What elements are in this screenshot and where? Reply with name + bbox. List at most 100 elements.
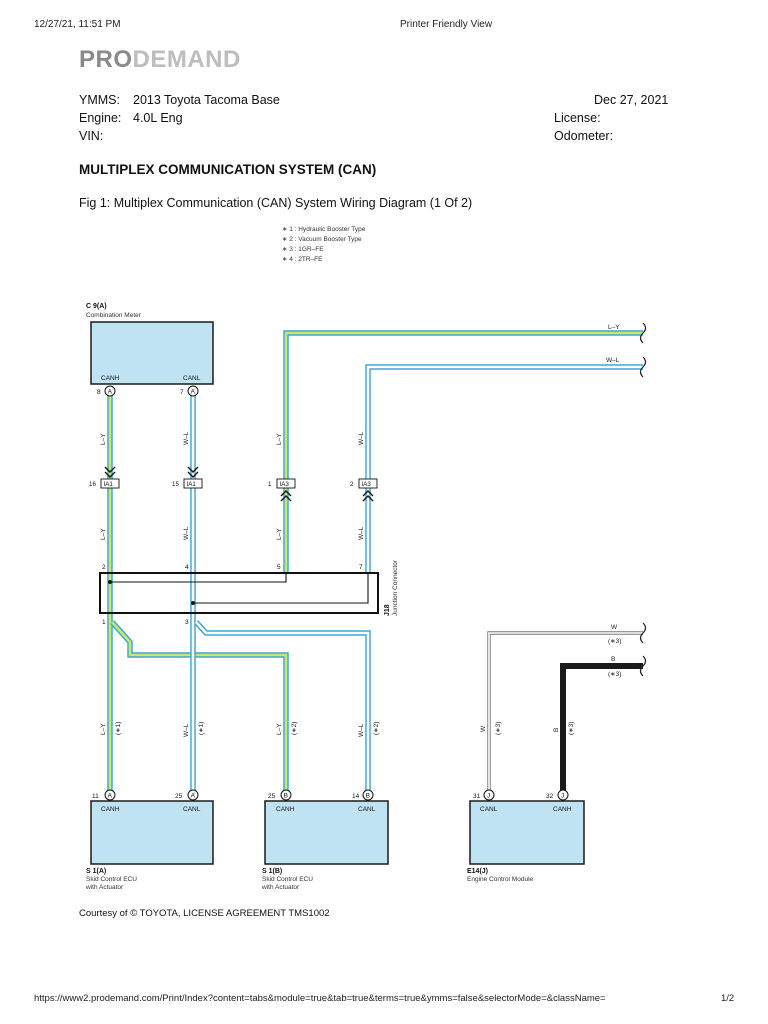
wire-end-marks: [639, 322, 647, 677]
label-ly-4: L–Y: [276, 528, 283, 540]
wires-wl: [190, 364, 643, 795]
meter-canh-label: CANH: [101, 375, 120, 382]
skid-a-canl-pin-number: 25: [175, 793, 183, 800]
label-ly-3: L–Y: [100, 528, 107, 540]
ecm-canh-pin-letter: J: [561, 793, 564, 800]
skid-b-canl-label: CANL: [358, 806, 376, 813]
skid-a-canl-pin: [187, 789, 199, 801]
connector-ia1-a: [100, 478, 120, 489]
junction-pin-3: 3: [185, 619, 189, 626]
junction-code: J18: [384, 604, 391, 616]
ecm-code: E14(J): [467, 868, 488, 875]
label-b-lower: B: [553, 728, 560, 732]
combination-meter-box: [90, 321, 214, 385]
label-ly-5: L–Y: [100, 723, 107, 735]
wires-ecm: [487, 631, 643, 795]
label-note-1a: (∗1): [115, 722, 122, 735]
label-note-2a: (∗2): [291, 722, 298, 735]
junction-pin-1: 1: [102, 619, 106, 626]
meter-canh-pin: [104, 385, 116, 397]
connector-ia1-a-label: IA1: [104, 481, 114, 488]
junction-pin-2: 2: [102, 564, 106, 571]
skid-control-ecu-a-box: [90, 800, 214, 865]
skid-b-canh-label: CANH: [276, 806, 295, 813]
meter-name: Combination Meter: [86, 312, 142, 319]
skid-a-code: S 1(A): [86, 868, 106, 875]
logo-part-pro: PRO: [79, 46, 133, 73]
label-ly-6: L–Y: [276, 723, 283, 735]
skid-a-name-line2: with Actuator: [85, 884, 124, 891]
print-datetime: 12/27/21, 11:51 PM: [34, 19, 121, 30]
prodemand-logo: PRODEMAND: [79, 46, 241, 74]
junction-pin-5: 5: [277, 564, 281, 571]
label-w-lower: W: [480, 725, 487, 732]
label-wl-2: W–L: [358, 431, 365, 445]
skid-a-canl-pin-letter: A: [191, 793, 196, 800]
junction-name: Junction Connector: [392, 559, 399, 616]
label-w-note: (∗3): [608, 638, 621, 645]
ecm-canl-label: CANL: [480, 806, 498, 813]
skid-b-name-line1: Skid Control ECU: [262, 876, 313, 883]
junction-connector-box: [99, 572, 379, 614]
ecm-canl-pin: [483, 789, 495, 801]
label-wl-1: W–L: [183, 431, 190, 445]
label-b-exit: B: [611, 656, 615, 663]
label-ly-2: L–Y: [276, 433, 283, 445]
label-wl-exit: W–L: [606, 357, 620, 364]
skid-a-canl-label: CANL: [183, 806, 201, 813]
connector-ia1-a-num: 16: [89, 481, 96, 488]
wires-ly: [107, 330, 643, 795]
connector-ia1-b: [183, 478, 203, 489]
junction-pin-numbers: 2 4 5 7 1 3: [102, 564, 363, 626]
label-ly-1: L–Y: [100, 433, 107, 445]
ymms-label: YMMS:: [79, 93, 120, 107]
connector-ia3-b-num: 2: [350, 481, 354, 488]
label-wl-3: W–L: [183, 526, 190, 540]
label-wl-4: W–L: [358, 526, 365, 540]
meter-code: C 9(A): [86, 303, 107, 310]
wire-labels-right: L–Y W–L W (∗3) B (∗3): [606, 324, 621, 678]
skid-a-canh-pin-number: 11: [92, 793, 99, 800]
label-ly-exit: L–Y: [608, 324, 620, 331]
ecm-name: Engine Control Module: [467, 876, 534, 883]
engine-value: 4.0L Eng: [133, 111, 183, 125]
skid-a-canh-pin: [104, 789, 116, 801]
ecm-canh-pin-number: 32: [546, 793, 554, 800]
connector-ia3-a: [276, 478, 296, 489]
skid-b-name-line2: with Actuator: [261, 884, 300, 891]
meter-canh-pin-number: 8: [97, 389, 101, 396]
note-2: ∗ 2 : Vacuum Booster Type: [282, 236, 362, 243]
engine-label: Engine:: [79, 111, 122, 125]
section-title: MULTIPLEX COMMUNICATION SYSTEM (CAN): [79, 162, 377, 177]
meter-canh-pin-letter: A: [108, 389, 113, 396]
ecm-canh-label: CANH: [553, 806, 572, 813]
note-4: ∗ 4 : 2TR–FE: [282, 256, 323, 263]
junction-pin-4: 4: [185, 564, 189, 571]
inline-connectors: IA1 16 IA1 15 IA3 1 IA3 2: [89, 466, 378, 502]
connector-ia3-b-label: IA3: [362, 481, 372, 488]
report-date: Dec 27, 2021: [594, 93, 669, 107]
connector-ia3-b: [358, 478, 378, 489]
footer-page-number: 1/2: [721, 993, 735, 1004]
engine-control-module-box: [469, 800, 585, 865]
odometer-label: Odometer:: [554, 129, 614, 143]
skid-a-name-line1: Skid Control ECU: [86, 876, 137, 883]
meter-canl-label: CANL: [183, 375, 201, 382]
footer-url[interactable]: https://www2.prodemand.com/Print/Index?c…: [34, 993, 606, 1004]
skid-a-canh-pin-letter: A: [108, 793, 113, 800]
ecm-canl-pin-letter: J: [487, 793, 490, 800]
label-w-exit: W: [611, 624, 618, 631]
license-label: License:: [554, 111, 601, 125]
junction-pin-7: 7: [359, 564, 363, 571]
skid-b-canh-pin: [280, 789, 292, 801]
skid-b-canh-pin-number: 25: [268, 793, 276, 800]
skid-a-canh-label: CANH: [101, 806, 120, 813]
label-note-3a: (∗3): [495, 722, 502, 735]
connector-ia1-b-num: 15: [172, 481, 179, 488]
meter-canl-pin: [187, 385, 199, 397]
vin-label: VIN:: [79, 129, 104, 143]
courtesy-notice: Courtesy of © TOYOTA, LICENSE AGREEMENT …: [79, 908, 330, 919]
meter-canl-pin-letter: A: [191, 389, 196, 396]
diagram-notes: ∗ 1 : Hydraulic Booster Type ∗ 2 : Vacuu…: [282, 226, 366, 263]
